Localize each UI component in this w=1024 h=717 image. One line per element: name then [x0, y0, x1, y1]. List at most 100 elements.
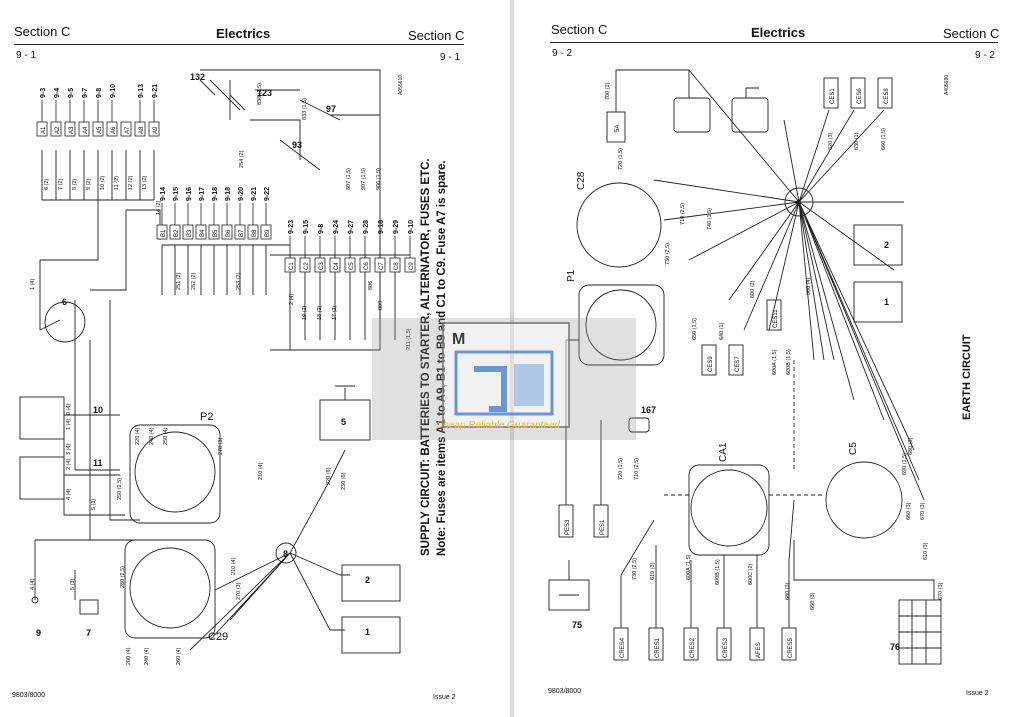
b-fuse-ref: 9-22: [264, 187, 271, 201]
component-123-label: 123: [257, 88, 272, 98]
wire-label: 600 (2): [750, 280, 756, 298]
a-fuse-box: [120, 121, 132, 137]
component-7-label: 7: [86, 628, 91, 638]
a-fuse-label: A4: [83, 126, 89, 134]
component-11-label: 11: [93, 458, 103, 468]
wire-label: 907 (1,5): [361, 168, 367, 190]
label-cres2: CRES2: [690, 637, 696, 658]
wire-label: 9 (2): [86, 179, 92, 190]
c-fuse-label: C9: [409, 262, 415, 270]
b-fuse-ref: 9-20: [238, 187, 245, 201]
earth-caption: EARTH CIRCUIT: [961, 334, 973, 420]
wire-label: 7 (2): [58, 179, 64, 190]
b-fuse-ref: 9-15: [173, 187, 180, 201]
c-fuse-ref: 9-18: [378, 220, 385, 234]
wire-label: 4 (4): [30, 579, 36, 590]
a-fuse-label: A3: [69, 126, 75, 134]
a-fuse-label: A1: [41, 126, 47, 134]
c-fuse-label: C2: [304, 262, 310, 270]
header-rule: [14, 44, 464, 45]
watermark-logo-icon: M: [452, 331, 554, 416]
wire-label: 660 (3): [810, 592, 816, 610]
c-fuse-ref: 9-28: [363, 220, 370, 234]
b-fuse-ref: 9-18: [212, 187, 219, 201]
wire-label: 730 (2,5): [665, 243, 671, 265]
c-fuse-label: C7: [379, 262, 385, 270]
page-number: 9 - 2: [552, 48, 573, 59]
footer-issue: Issue 2: [966, 690, 989, 697]
connector-p1-label: P1: [566, 269, 577, 282]
b-fuse-label: B6: [226, 229, 232, 237]
wire-label: 600A (1,5): [686, 554, 692, 580]
label-pes1: PES1: [600, 519, 606, 535]
section-label-right: Section C: [943, 26, 1000, 41]
wire-label: 620 (3): [828, 132, 834, 150]
c-fuse-ref: 9-27: [348, 220, 355, 234]
wire-label: 211 (1,5): [406, 328, 412, 350]
b-fuse-label: B9: [265, 229, 271, 237]
c-fuse-ref: 9-10: [408, 220, 415, 234]
wire-label: 260 (4): [176, 647, 182, 665]
c-fuse-ref: 9-8: [318, 224, 325, 234]
a-fuse-ref: 9-4: [54, 88, 61, 98]
section-label-left: Section C: [551, 22, 608, 37]
wire-label: 210 (4): [231, 557, 237, 575]
wire-label: 18 (2): [317, 305, 323, 320]
watermark: M Cheap Reliable Guaranteed: [372, 318, 636, 440]
wire-label: 600 (4): [806, 277, 812, 295]
wire-label: 710 (2,5): [634, 458, 640, 480]
wire-label: 2 (4): [66, 459, 72, 470]
wire-label: 610 (3): [650, 562, 656, 580]
component-97-label: 97: [326, 104, 336, 114]
page-gutter: [510, 0, 514, 717]
b-fuse-ref: 9-14: [160, 187, 167, 201]
label-pes3: PES3: [565, 519, 571, 535]
label-ces1: CES1: [830, 88, 836, 104]
wire-label: 600B (1,5): [786, 349, 792, 375]
label-ces11: CES11: [773, 309, 779, 328]
a-fuse-label: A6: [111, 126, 117, 134]
label-5a: 5A: [615, 125, 621, 132]
c-fuse-ref: 9-23: [288, 220, 295, 234]
plug-167-label: 167: [641, 405, 656, 415]
earth-circuit-diagram: 0 2 1 167 75 76 C28 P1 CA1 C5 5A CES1 CE…: [548, 69, 950, 665]
footer-code: 9803/8000: [12, 692, 46, 699]
wire-label: 670 (3): [920, 502, 926, 520]
wire-label: 250 (4): [163, 427, 169, 445]
connector-75-label: 75: [572, 620, 582, 630]
wire-label: 690 (1,5): [902, 453, 908, 475]
a-fuse-ref: 9-7: [82, 88, 89, 98]
watermark-letter: M: [452, 331, 465, 348]
footer-code: 9803/8000: [548, 688, 582, 695]
wire-label: 11 (2): [114, 176, 120, 190]
component-93-label: 93: [292, 140, 302, 150]
wire-label: 8 (2): [72, 179, 78, 190]
connector-ca1-label: CA1: [718, 442, 729, 462]
wire-label: 710 (2,5): [680, 203, 686, 225]
c-fuse-label: C5: [349, 262, 355, 270]
label-cres5: CRES5: [788, 637, 794, 658]
b-fuse-label: B4: [200, 229, 206, 237]
a-fuse-ref: 9-5: [68, 88, 75, 98]
wire-label: 660 (1,5): [881, 128, 887, 150]
b-fuse-ref: 9-17: [199, 187, 206, 201]
a-fuse-ref: 9-21: [152, 84, 159, 98]
label-cres3: CRES3: [723, 637, 729, 658]
label-cres4: CRES4: [620, 637, 626, 658]
component-9-label: 9: [36, 628, 41, 638]
wire-label: 17 (2): [332, 305, 338, 320]
label-ces7: CES7: [735, 356, 741, 372]
page-number-right: 9 - 2: [975, 50, 996, 61]
box-2-label: 2: [884, 240, 889, 250]
box-1-label: 1: [884, 297, 889, 307]
wire-label: 13 (2): [142, 175, 148, 190]
b-fuse-label: B2: [174, 229, 180, 237]
wire-label: 650 (1,5): [692, 318, 698, 340]
wire-label: 1 (4): [30, 279, 36, 290]
wire-label: 4 (4): [66, 489, 72, 500]
c-fuse-ref: 9-29: [393, 220, 400, 234]
label-afes: AFES: [756, 642, 762, 658]
wire-label: 251 (2): [176, 272, 182, 290]
wire-label: 2 (4): [289, 294, 295, 305]
wire-label: 14 (2): [156, 200, 162, 215]
